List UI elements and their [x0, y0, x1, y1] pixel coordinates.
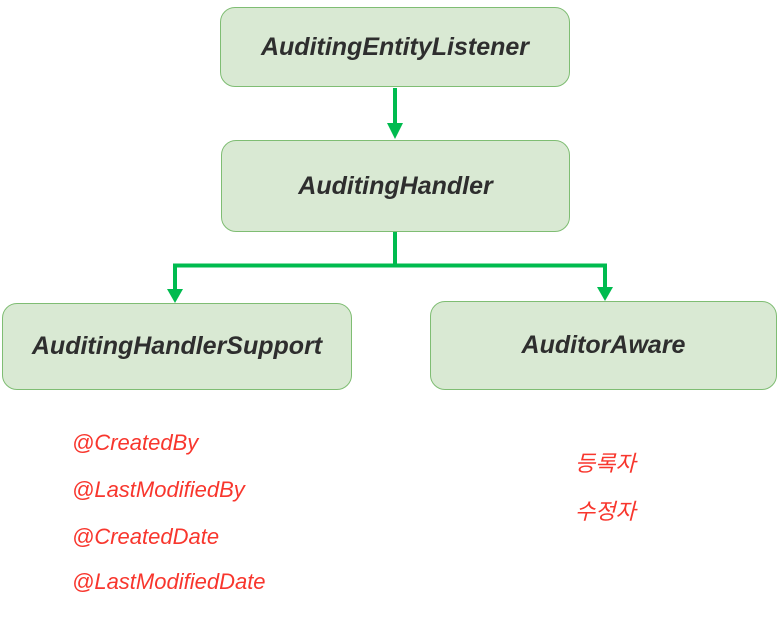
node-label: AuditingHandler — [298, 171, 493, 200]
annotation-modifier: 수정자 — [575, 499, 636, 524]
arrowhead-to-auditor-aware — [597, 287, 613, 301]
annotation-last-modified-by: @LastModifiedBy — [72, 477, 245, 502]
node-label: AuditingHandlerSupport — [31, 332, 323, 360]
arrowhead-to-handler-support — [167, 289, 183, 303]
annotation-created-by: @CreatedBy — [72, 430, 199, 455]
arrowhead-to-handler — [387, 123, 403, 139]
annotation-created-date: @CreatedDate — [72, 524, 220, 549]
annotation-registrant: 등록자 — [575, 451, 636, 476]
node-auditor-aware: AuditorAware — [430, 301, 777, 390]
annotation-last-modified-date: @LastModifiedDate — [72, 569, 266, 594]
node-label: AuditorAware — [521, 331, 686, 359]
node-label: AuditingEntityListener — [260, 32, 530, 61]
node-auditing-entity-listener: AuditingEntityListener — [220, 7, 570, 87]
node-auditing-handler-support: AuditingHandlerSupport — [2, 303, 352, 390]
node-auditing-handler: AuditingHandler — [221, 140, 570, 232]
